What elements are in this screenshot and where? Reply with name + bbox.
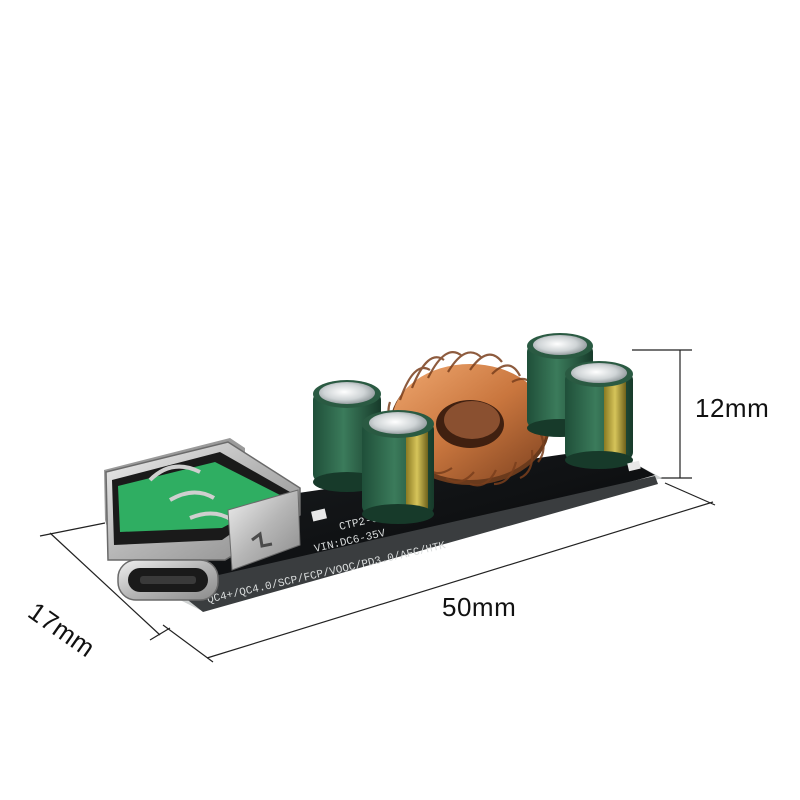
usb-a-port [104,438,301,571]
smd-led [311,460,641,522]
dimension-length-label: 50mm [442,592,517,622]
dimension-lines [39,349,716,663]
usb-c-port [117,559,219,601]
capacitor-front-left [362,410,434,524]
capacitor-back-right [527,333,593,437]
dimension-height-label: 12mm [695,393,770,423]
capacitor-front-right [565,361,633,469]
